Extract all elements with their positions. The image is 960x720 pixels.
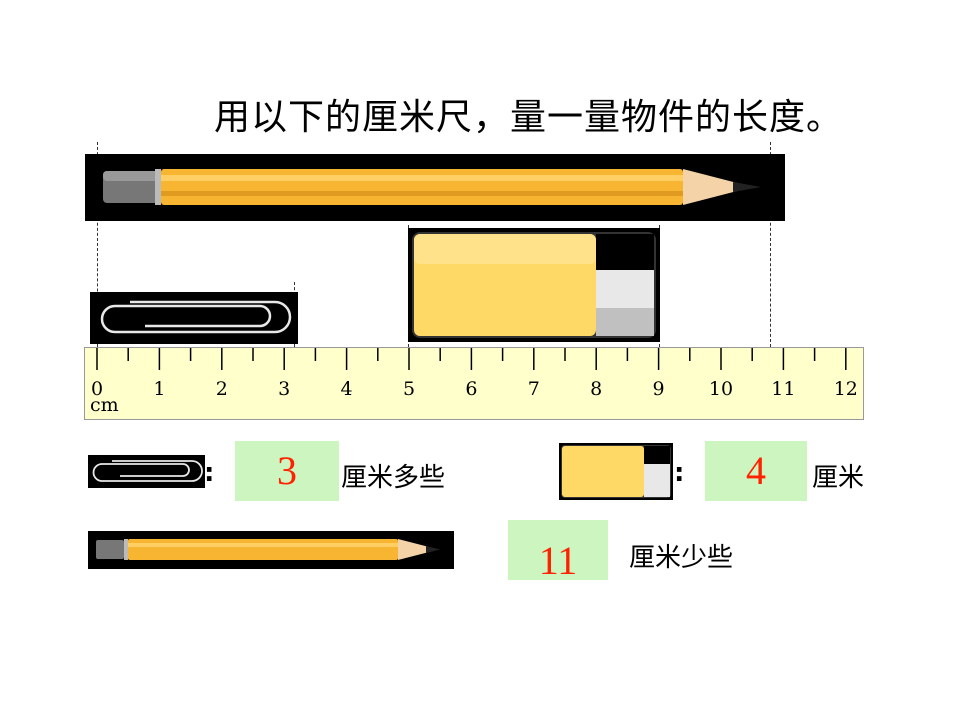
colon: :	[204, 458, 215, 488]
ruler-tick-label: 2	[216, 378, 228, 400]
ruler-unit-label: cm	[90, 394, 119, 416]
ruler-tick-label: 3	[278, 378, 290, 400]
ruler-tick-label: 6	[465, 378, 477, 400]
ruler-tick-label: 11	[771, 378, 795, 400]
paper-clip-icon	[90, 292, 298, 344]
ruler-tick-label: 12	[834, 378, 858, 400]
colon: :	[674, 458, 685, 488]
pencil-icon	[85, 154, 785, 221]
ruler-tick-label: 9	[653, 378, 665, 400]
ruler-tick-label: 8	[590, 378, 602, 400]
clip-length-unit: 厘米多些	[341, 463, 446, 493]
eraser-length-unit: 厘米	[812, 463, 865, 493]
ruler-tick-label: 4	[341, 378, 353, 400]
page-title: 用以下的厘米尺，量一量物件的长度。	[214, 97, 844, 138]
paper-clip-icon	[88, 455, 205, 488]
colon: :	[446, 539, 457, 569]
ruler-tick-label: 5	[403, 378, 415, 400]
pencil-length-answer: 11	[508, 520, 608, 583]
ruler-tick-label: 10	[709, 378, 733, 400]
guide-line-pencil-end	[770, 142, 771, 347]
pencil-icon	[88, 531, 454, 569]
clip-length-answer: 3	[235, 441, 339, 501]
guide-line-pencil-start	[97, 142, 98, 347]
eraser-icon	[559, 443, 673, 500]
eraser-icon	[408, 228, 660, 342]
ruler-tick-label: 7	[528, 378, 540, 400]
pencil-length-unit: 厘米少些	[629, 543, 734, 573]
eraser-length-answer: 4	[705, 441, 807, 501]
ruler-tick-label: 1	[153, 378, 165, 400]
ruler-tick-label: 0	[91, 378, 103, 400]
